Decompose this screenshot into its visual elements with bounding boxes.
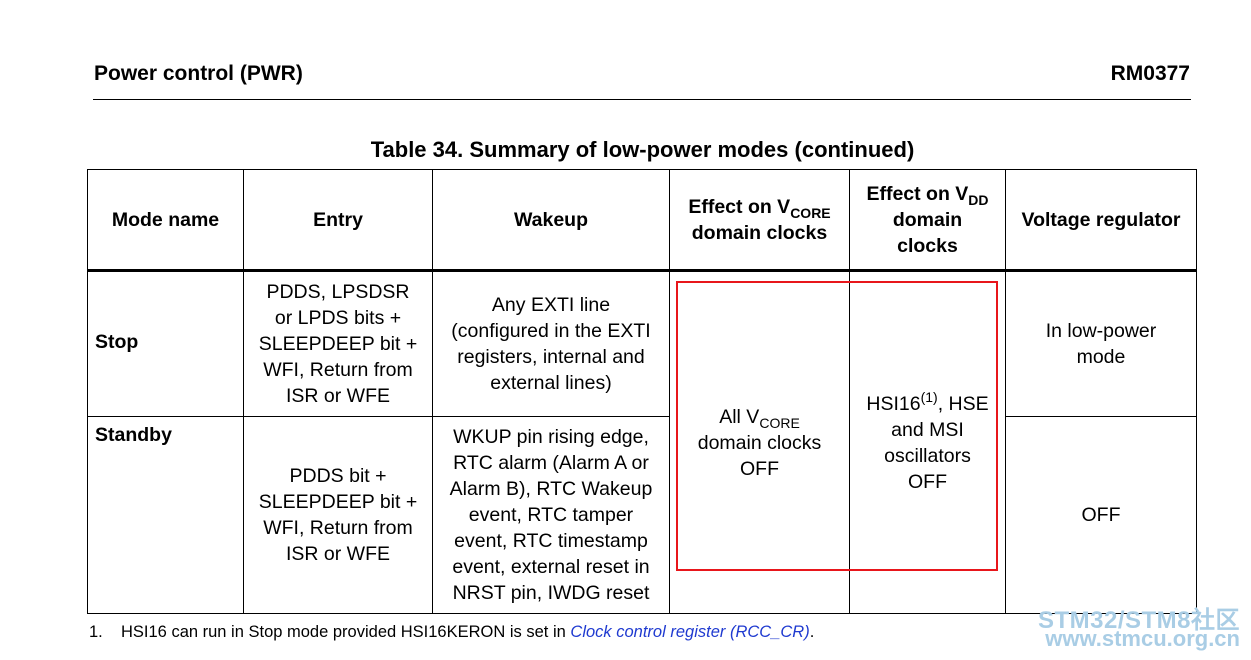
highlight-box [676,281,998,571]
column-divider [1005,169,1006,614]
low-power-modes-table: Mode name Entry Wakeup Effect on VCORE d… [87,169,1197,614]
header-entry: Entry [313,208,363,231]
column-divider [849,169,850,614]
rcc-cr-link[interactable]: Clock control register (RCC_CR) [570,623,810,641]
table-caption: Table 34. Summary of low-power modes (co… [370,137,915,162]
document-id: RM0377 [1110,62,1190,85]
footnote-reference[interactable]: (1) [920,388,938,405]
stop-wakeup: Any EXTI line (configured in the EXTI re… [451,294,651,394]
mode-stop: Stop [95,331,139,353]
section-title: Power control (PWR) [94,62,303,85]
row-divider [87,416,670,417]
footnote: 1. HSI16 can run in Stop mode provided HS… [89,623,815,641]
header-divider [87,269,1197,272]
standby-voltage-regulator: OFF [1081,504,1121,526]
merged-vdd-effect: HSI16(1), HSE and MSI oscillators OFF [866,388,989,493]
standby-wakeup: WKUP pin rising edge, RTC alarm (Alarm A… [449,426,653,604]
footnote-number: 1. [89,623,103,641]
watermark-title: STM32/STM8社区 [1037,607,1240,634]
table-border-right [1196,169,1197,614]
table-border-bottom [87,613,1197,614]
header-vdd-effect: Effect on VDD domain clocks [866,182,989,257]
header-rule [93,99,1191,100]
row-divider [1005,416,1197,417]
table-border-top [87,169,1197,170]
merged-vcore-effect: All VCORE domain clocks OFF [697,405,822,480]
footnote-text: HSI16 can run in Stop mode provided HSI1… [121,623,571,641]
header-vcore-effect: Effect on VCORE domain clocks [688,195,831,244]
stop-voltage-regulator: In low-power mode [1045,320,1157,368]
table-border-left [87,169,88,614]
stop-entry: PDDS, LPSDSR or LPDS bits + SLEEPDEEP bi… [258,281,418,407]
mode-standby: Standby [95,424,172,446]
header-wakeup: Wakeup [513,208,589,231]
column-divider [669,169,670,614]
watermark-url: www.stmcu.org.cn [1045,626,1240,651]
standby-entry: PDDS bit + SLEEPDEEP bit + WFI, Return f… [258,465,418,565]
header-mode-name: Mode name [111,208,220,231]
column-divider [432,169,433,614]
column-divider [243,169,244,614]
header-voltage-regulator: Voltage regulator [1021,208,1181,231]
